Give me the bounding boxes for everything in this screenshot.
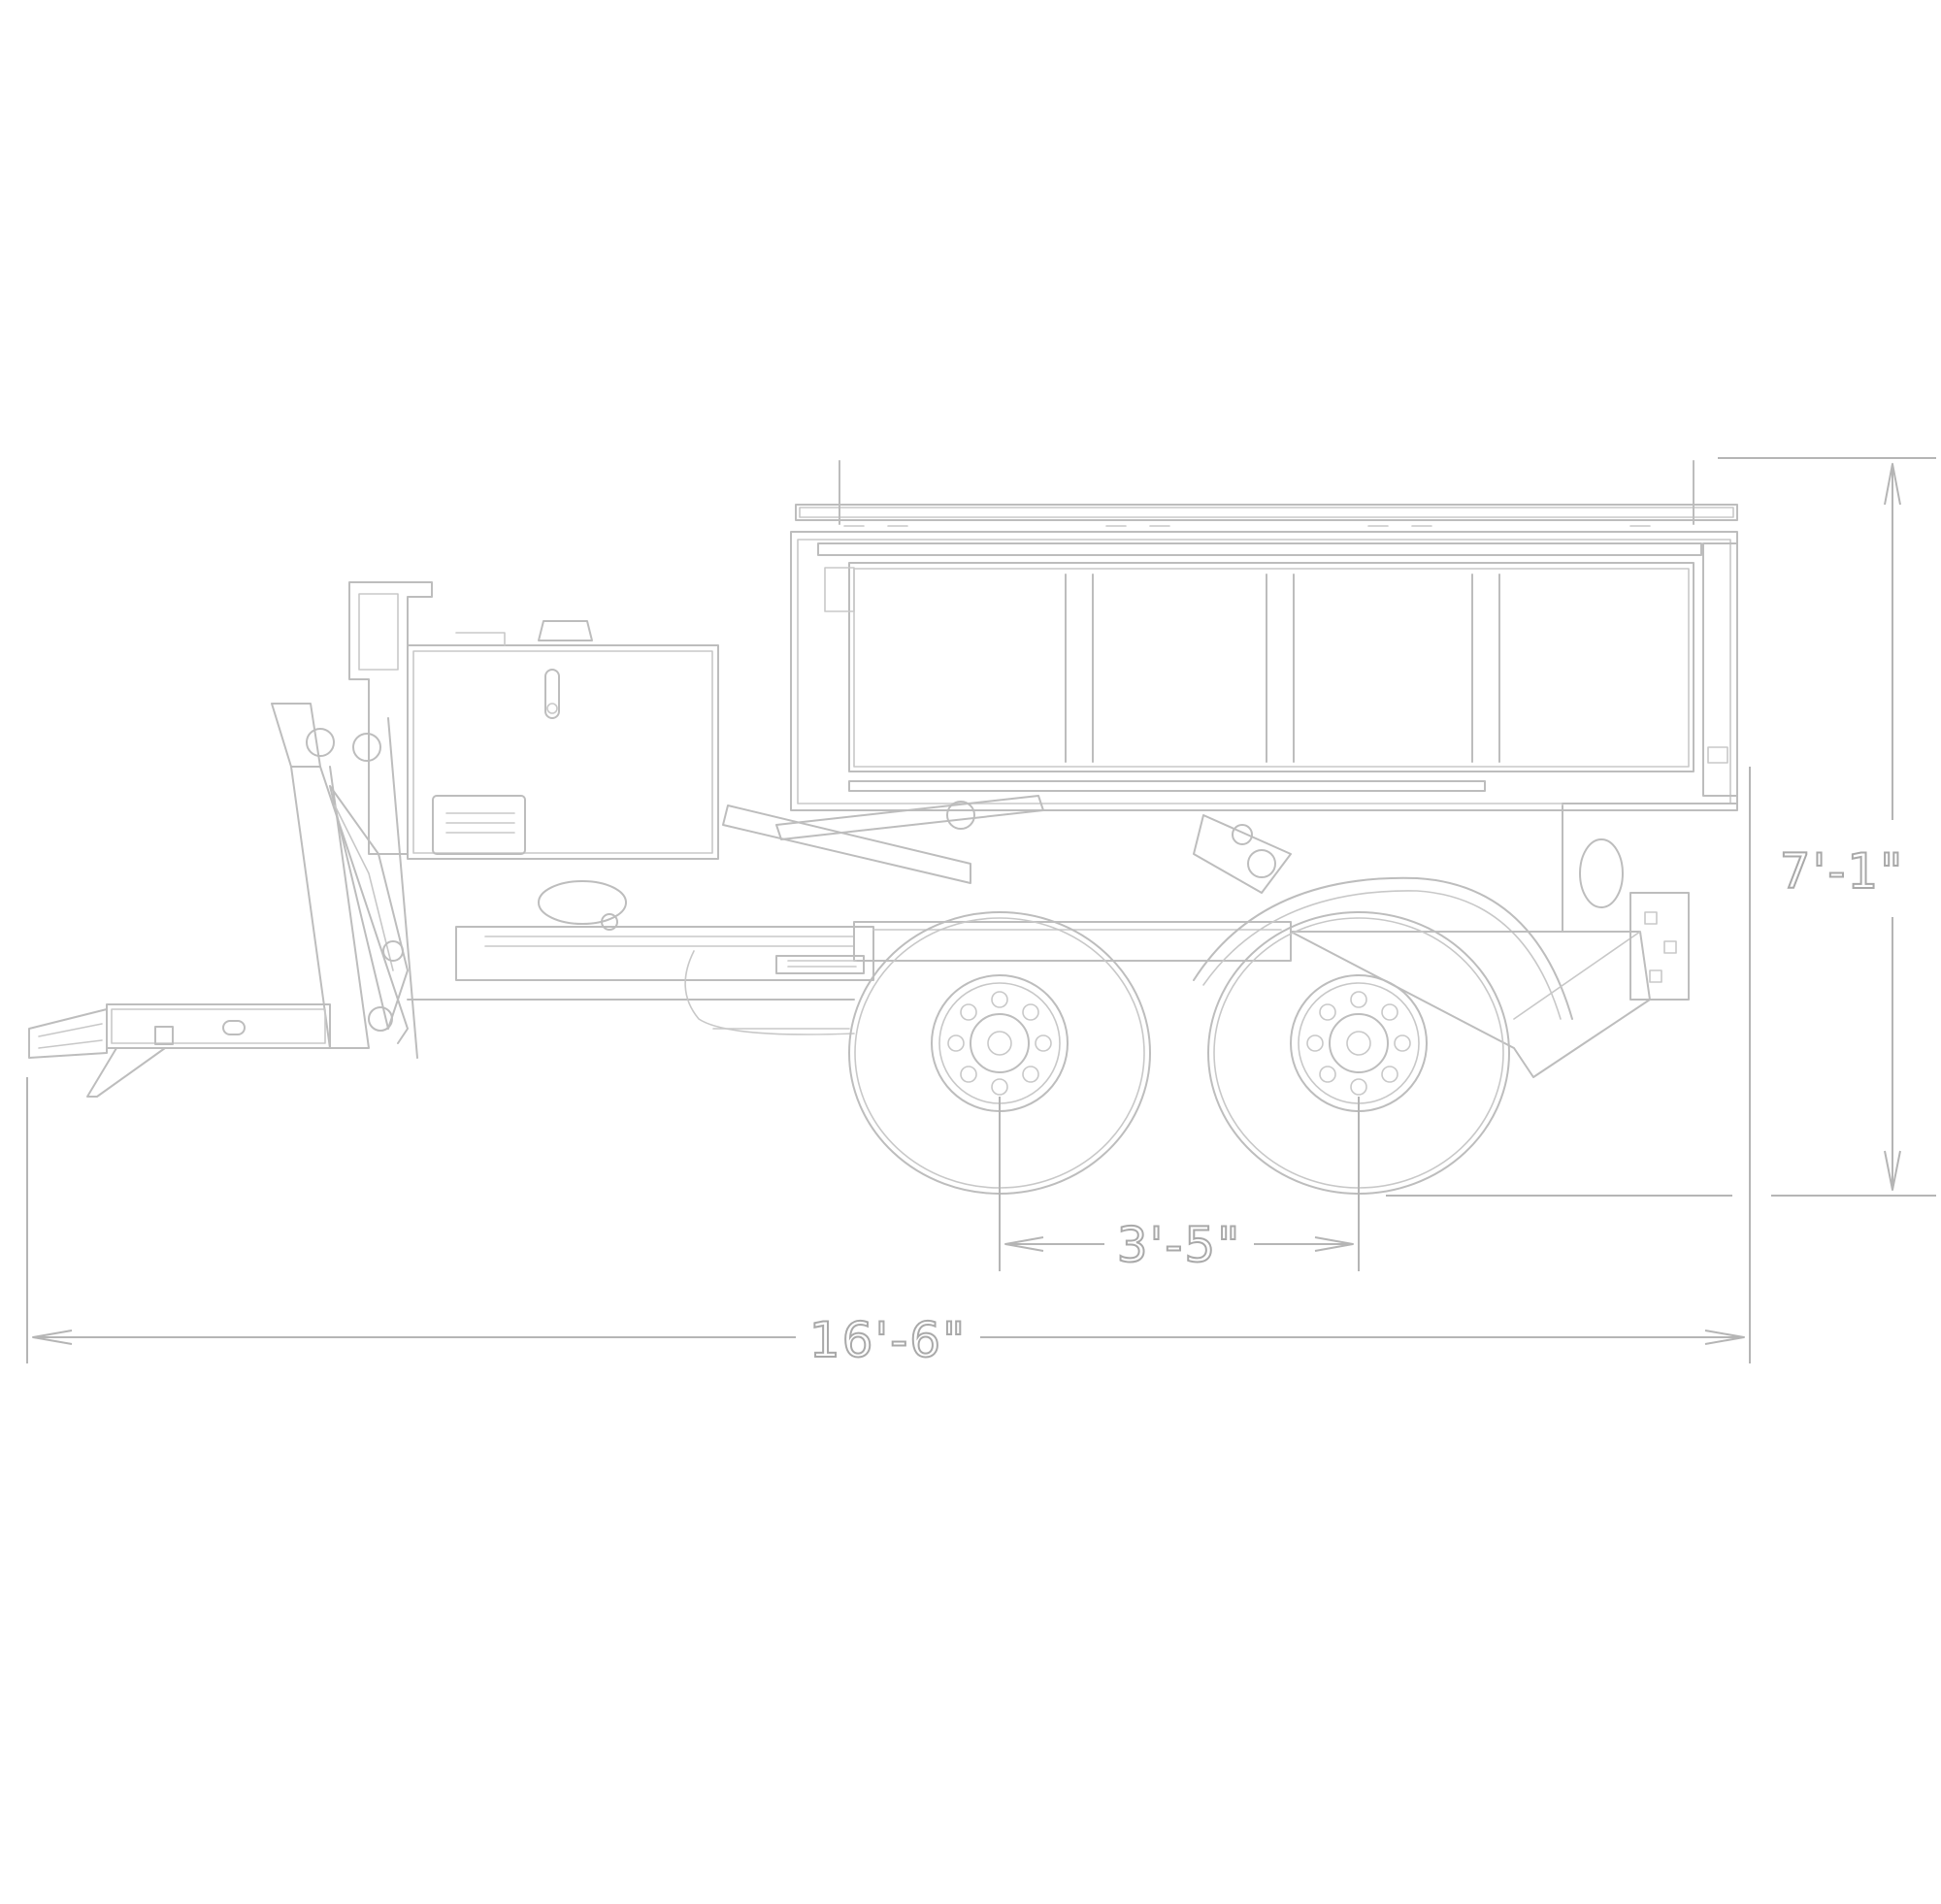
front-wheel-lugs (947, 991, 1052, 1096)
main-frame (407, 795, 1292, 1035)
height-dimension: 7'-1" (1386, 457, 1936, 1197)
length-dimension-label: 16'-6" (809, 1312, 967, 1368)
axle-spacing-dimension: 3'-5" (999, 1097, 1360, 1274)
length-arrow-left (32, 1330, 73, 1345)
fender (1193, 876, 1573, 1020)
axle-arrow-left (1004, 1236, 1044, 1252)
front-toolbox (407, 620, 719, 860)
dump-box (790, 460, 1738, 811)
front-wheel (848, 911, 1151, 1195)
axle-arrow-right (1314, 1236, 1354, 1252)
height-dimension-label: 7'-1" (1780, 843, 1904, 900)
tongue-hitch (28, 1003, 331, 1098)
jack-tower (348, 581, 433, 1059)
length-dimension: 16'-6" (26, 767, 1751, 1369)
axle-spacing-label: 3'-5" (1117, 1217, 1241, 1273)
height-arrow-top (1884, 463, 1901, 506)
rear-frame (1290, 804, 1690, 1078)
length-arrow-right (1704, 1330, 1745, 1345)
rear-wheel-lugs (1306, 991, 1411, 1096)
height-arrow-bottom (1884, 1150, 1901, 1191)
front-a-frame (271, 703, 409, 1049)
